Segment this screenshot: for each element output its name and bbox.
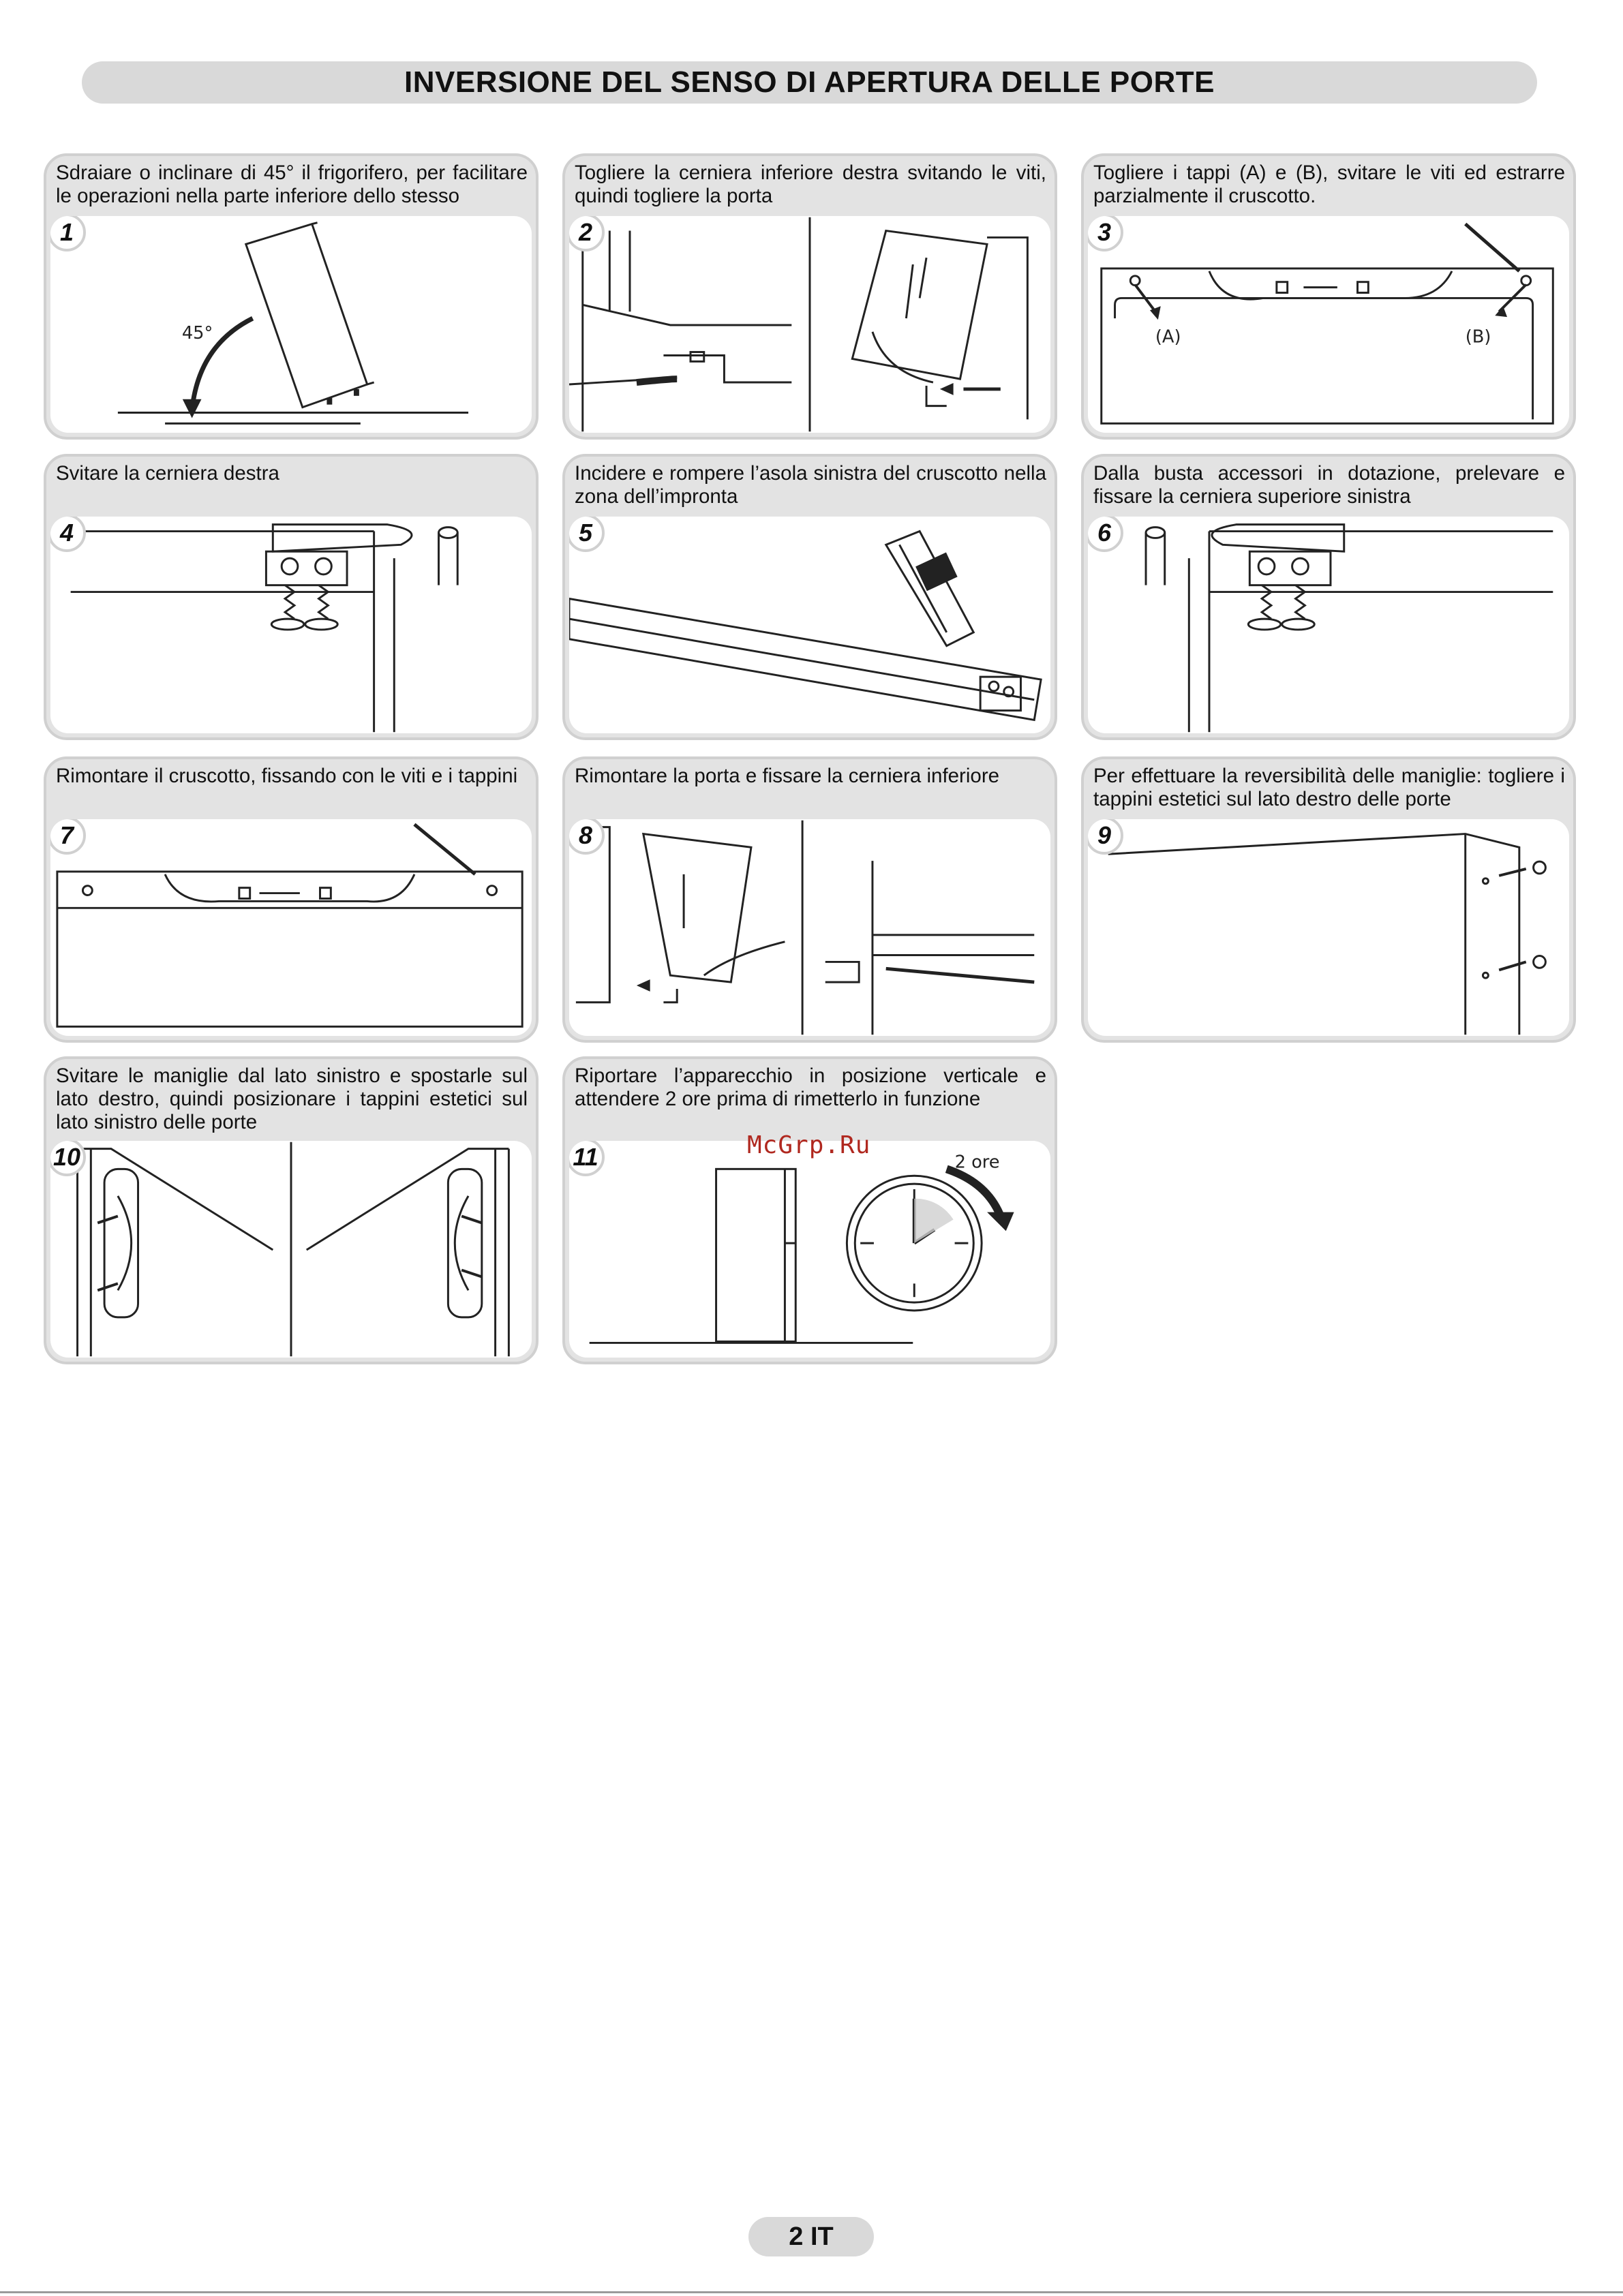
- wait-before-use-drawing: 2 ore: [589, 1152, 1014, 1344]
- step-11-illustration: 11 2 ore: [569, 1141, 1050, 1358]
- step-6-panel: Dalla busta accessori in dotazione, prel…: [1081, 454, 1576, 740]
- step-5-caption: Incidere e rompere l’asola sinistra del …: [575, 462, 1046, 508]
- move-handles-drawing: [76, 1142, 510, 1357]
- step-10-panel: Svitare le maniglie dal lato sinistro e …: [44, 1056, 539, 1364]
- refit-door-drawing: [575, 820, 1035, 1035]
- step-6-number: 6: [1088, 517, 1123, 552]
- step-3-panel: Togliere i tappi (A) e (B), svitare le v…: [1081, 153, 1576, 440]
- step-10-caption: Svitare le maniglie dal lato sinistro e …: [56, 1065, 528, 1133]
- refit-panel-drawing: [56, 823, 524, 1028]
- step-3-caption: Togliere i tappi (A) e (B), svitare le v…: [1093, 162, 1565, 207]
- step-8-illustration: 8: [569, 819, 1050, 1036]
- step-1-panel: Sdraiare o inclinare di 45° il frigorife…: [44, 153, 539, 440]
- step-4-illustration: 4: [50, 517, 532, 733]
- left-hinge-drawing: [1144, 523, 1553, 733]
- step-11-caption: Riportare l’apparecchio in posizione ver…: [575, 1065, 1046, 1110]
- step-8-caption: Rimontare la porta e fissare la cerniera…: [575, 765, 1000, 787]
- step-8-panel: Rimontare la porta e fissare la cerniera…: [562, 756, 1057, 1043]
- step-10-illustration: 10: [50, 1141, 532, 1358]
- page-title-bar: INVERSIONE DEL SENSO DI APERTURA DELLE P…: [82, 61, 1537, 104]
- step-6-caption: Dalla busta accessori in dotazione, prel…: [1093, 462, 1565, 508]
- cap-a-label: (A): [1155, 327, 1181, 348]
- step-9-caption: Per effettuare la reversibilità delle ma…: [1093, 765, 1565, 810]
- step-6-illustration: 6: [1088, 517, 1569, 733]
- step-5-number: 5: [569, 517, 605, 552]
- watermark-text: McGrp.Ru: [747, 1131, 871, 1159]
- cap-b-label: (B): [1466, 327, 1491, 348]
- step-9-illustration: 9: [1088, 819, 1569, 1036]
- step-11-number: 11: [569, 1141, 605, 1176]
- right-hinge-drawing: [70, 523, 459, 733]
- step-2-caption: Togliere la cerniera inferiore destra sv…: [575, 162, 1046, 207]
- step-7-illustration: 7: [50, 819, 532, 1036]
- step-5-panel: Incidere e rompere l’asola sinistra del …: [562, 454, 1057, 740]
- step-1-number: 1: [50, 216, 86, 251]
- remove-trim-caps-drawing: [1108, 833, 1547, 1035]
- step-11-panel: Riportare l’apparecchio in posizione ver…: [562, 1056, 1057, 1364]
- remove-lower-hinge-drawing: [569, 217, 1029, 432]
- step-5-illustration: 5: [569, 517, 1050, 733]
- step-1-caption: Sdraiare o inclinare di 45° il frigorife…: [56, 162, 528, 207]
- step-1-illustration: 1 45°: [50, 216, 532, 433]
- angle-label: 45°: [182, 323, 213, 343]
- step-9-number: 9: [1088, 819, 1123, 855]
- step-7-panel: Rimontare il cruscotto, fissando con le …: [44, 756, 539, 1043]
- step-7-caption: Rimontare il cruscotto, fissando con le …: [56, 765, 518, 787]
- page-number: 2 IT: [748, 2217, 874, 2256]
- bottom-rule: [0, 2291, 1623, 2293]
- step-8-number: 8: [569, 819, 605, 855]
- tilted-fridge-drawing: 45°: [117, 221, 469, 425]
- remove-caps-drawing: (A) (B): [1100, 222, 1554, 425]
- step-9-panel: Per effettuare la reversibilità delle ma…: [1081, 756, 1576, 1043]
- wait-time-label: 2 ore: [955, 1152, 1000, 1172]
- step-7-number: 7: [50, 819, 86, 855]
- step-2-illustration: 2: [569, 216, 1050, 433]
- step-3-number: 3: [1088, 216, 1123, 251]
- page-title: INVERSIONE DEL SENSO DI APERTURA DELLE P…: [404, 65, 1215, 99]
- step-4-caption: Svitare la cerniera destra: [56, 462, 279, 485]
- step-4-panel: Svitare la cerniera destra 4: [44, 454, 539, 740]
- step-2-panel: Togliere la cerniera inferiore destra sv…: [562, 153, 1057, 440]
- step-4-number: 4: [50, 517, 86, 552]
- step-10-number: 10: [50, 1141, 86, 1176]
- step-2-number: 2: [569, 216, 605, 251]
- cut-slot-drawing: [569, 530, 1042, 722]
- step-3-illustration: 3 (A) (B): [1088, 216, 1569, 433]
